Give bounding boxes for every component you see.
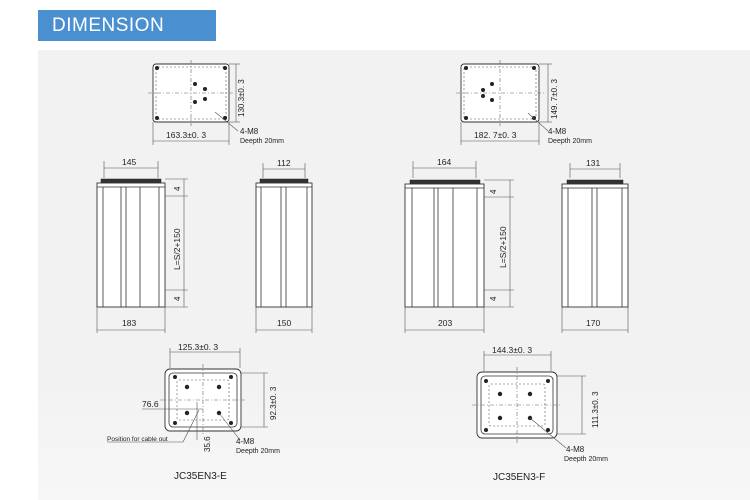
model-e-top-width-dim: 163.3±0. 3: [166, 130, 206, 140]
model-f-top-height-dim: 149. 7±0. 3: [550, 78, 559, 119]
model-f-top-bolts: 4-M8: [548, 127, 567, 136]
model-e-top-bolts: 4-M8: [240, 127, 259, 136]
model-f-bottom-depth: Deepth 20mm: [564, 456, 608, 463]
model-e-right-bottom-width: 150: [277, 318, 291, 328]
model-e-bottom-bolts: 4-M8: [236, 437, 255, 446]
model-e-front-bottom-gap: 4: [173, 296, 182, 301]
model-e-right-top-width: 112: [277, 158, 291, 168]
model-f-front-bottom-width: 203: [438, 318, 452, 328]
model-f-bottom-width-dim: 144.3±0. 3: [492, 345, 532, 355]
model-f-front-top-width: 164: [437, 157, 451, 167]
model-f-bottom-height-dim: 111.3±0. 3: [591, 391, 600, 428]
model-e-bottom-height-dim: 92.3±0. 3: [269, 386, 278, 420]
model-e-bottom-view: 125.3±0. 3 92.3±0. 3 76.6 35.6 Position …: [107, 342, 280, 482]
model-e-bottom-offset-x: 76.6: [142, 399, 159, 409]
model-e-front-length: L=S/2+150: [172, 228, 182, 270]
model-f-bottom-bolts: 4-M8: [566, 445, 585, 454]
model-f-front-bottom-gap: 4: [489, 296, 498, 301]
model-e-cable-note: Position for cable out: [107, 436, 168, 443]
model-f-right-view: 131 170: [561, 158, 629, 333]
model-e-bottom-offset-y: 35.6: [203, 436, 212, 452]
model-e-bottom-depth: Deepth 20mm: [236, 448, 280, 455]
model-e-front-top-width: 145: [122, 157, 136, 167]
model-f-front-view: 164 4 L=S/2+150 4 203: [404, 157, 514, 333]
model-e-front-bottom-width: 183: [122, 318, 136, 328]
model-f-right-bottom-width: 170: [586, 318, 600, 328]
model-f-top-depth: Deepth 20mm: [548, 138, 592, 145]
section-title-banner: DIMENSION: [38, 10, 216, 41]
model-f-right-top-width: 131: [586, 158, 600, 168]
section-title: DIMENSION: [52, 15, 165, 36]
model-f-top-view: 149. 7±0. 3 182. 7±0. 3 4-M8 Deepth 20mm: [456, 60, 592, 145]
model-f-front-top-gap: 4: [489, 189, 498, 194]
model-e-front-view: 145 4 L=S/2+150 4 183: [96, 157, 188, 333]
model-f-bottom-view: 144.3±0. 3 111.3±0. 3 4-M8 Deepth 20mm J…: [472, 345, 608, 483]
model-e-top-height-dim: 130.3±0. 3: [237, 79, 246, 117]
model-e-bottom-width-dim: 125.3±0. 3: [178, 342, 218, 352]
model-f-top-width-dim: 182. 7±0. 3: [474, 130, 517, 140]
model-f-name: JC35EN3-F: [493, 472, 545, 483]
model-e-right-view: 112 150: [255, 158, 313, 333]
drawing-panel-lower: [38, 380, 750, 500]
model-e-top-depth: Deepth 20mm: [240, 138, 284, 145]
model-e-front-top-gap: 4: [173, 186, 182, 191]
model-e-top-view: 130.3±0. 3 163.3±0. 3 4-M8 Deepth 20mm: [148, 60, 284, 145]
model-f-front-length: L=S/2+150: [498, 226, 508, 268]
model-e-name: JC35EN3-E: [174, 471, 227, 482]
